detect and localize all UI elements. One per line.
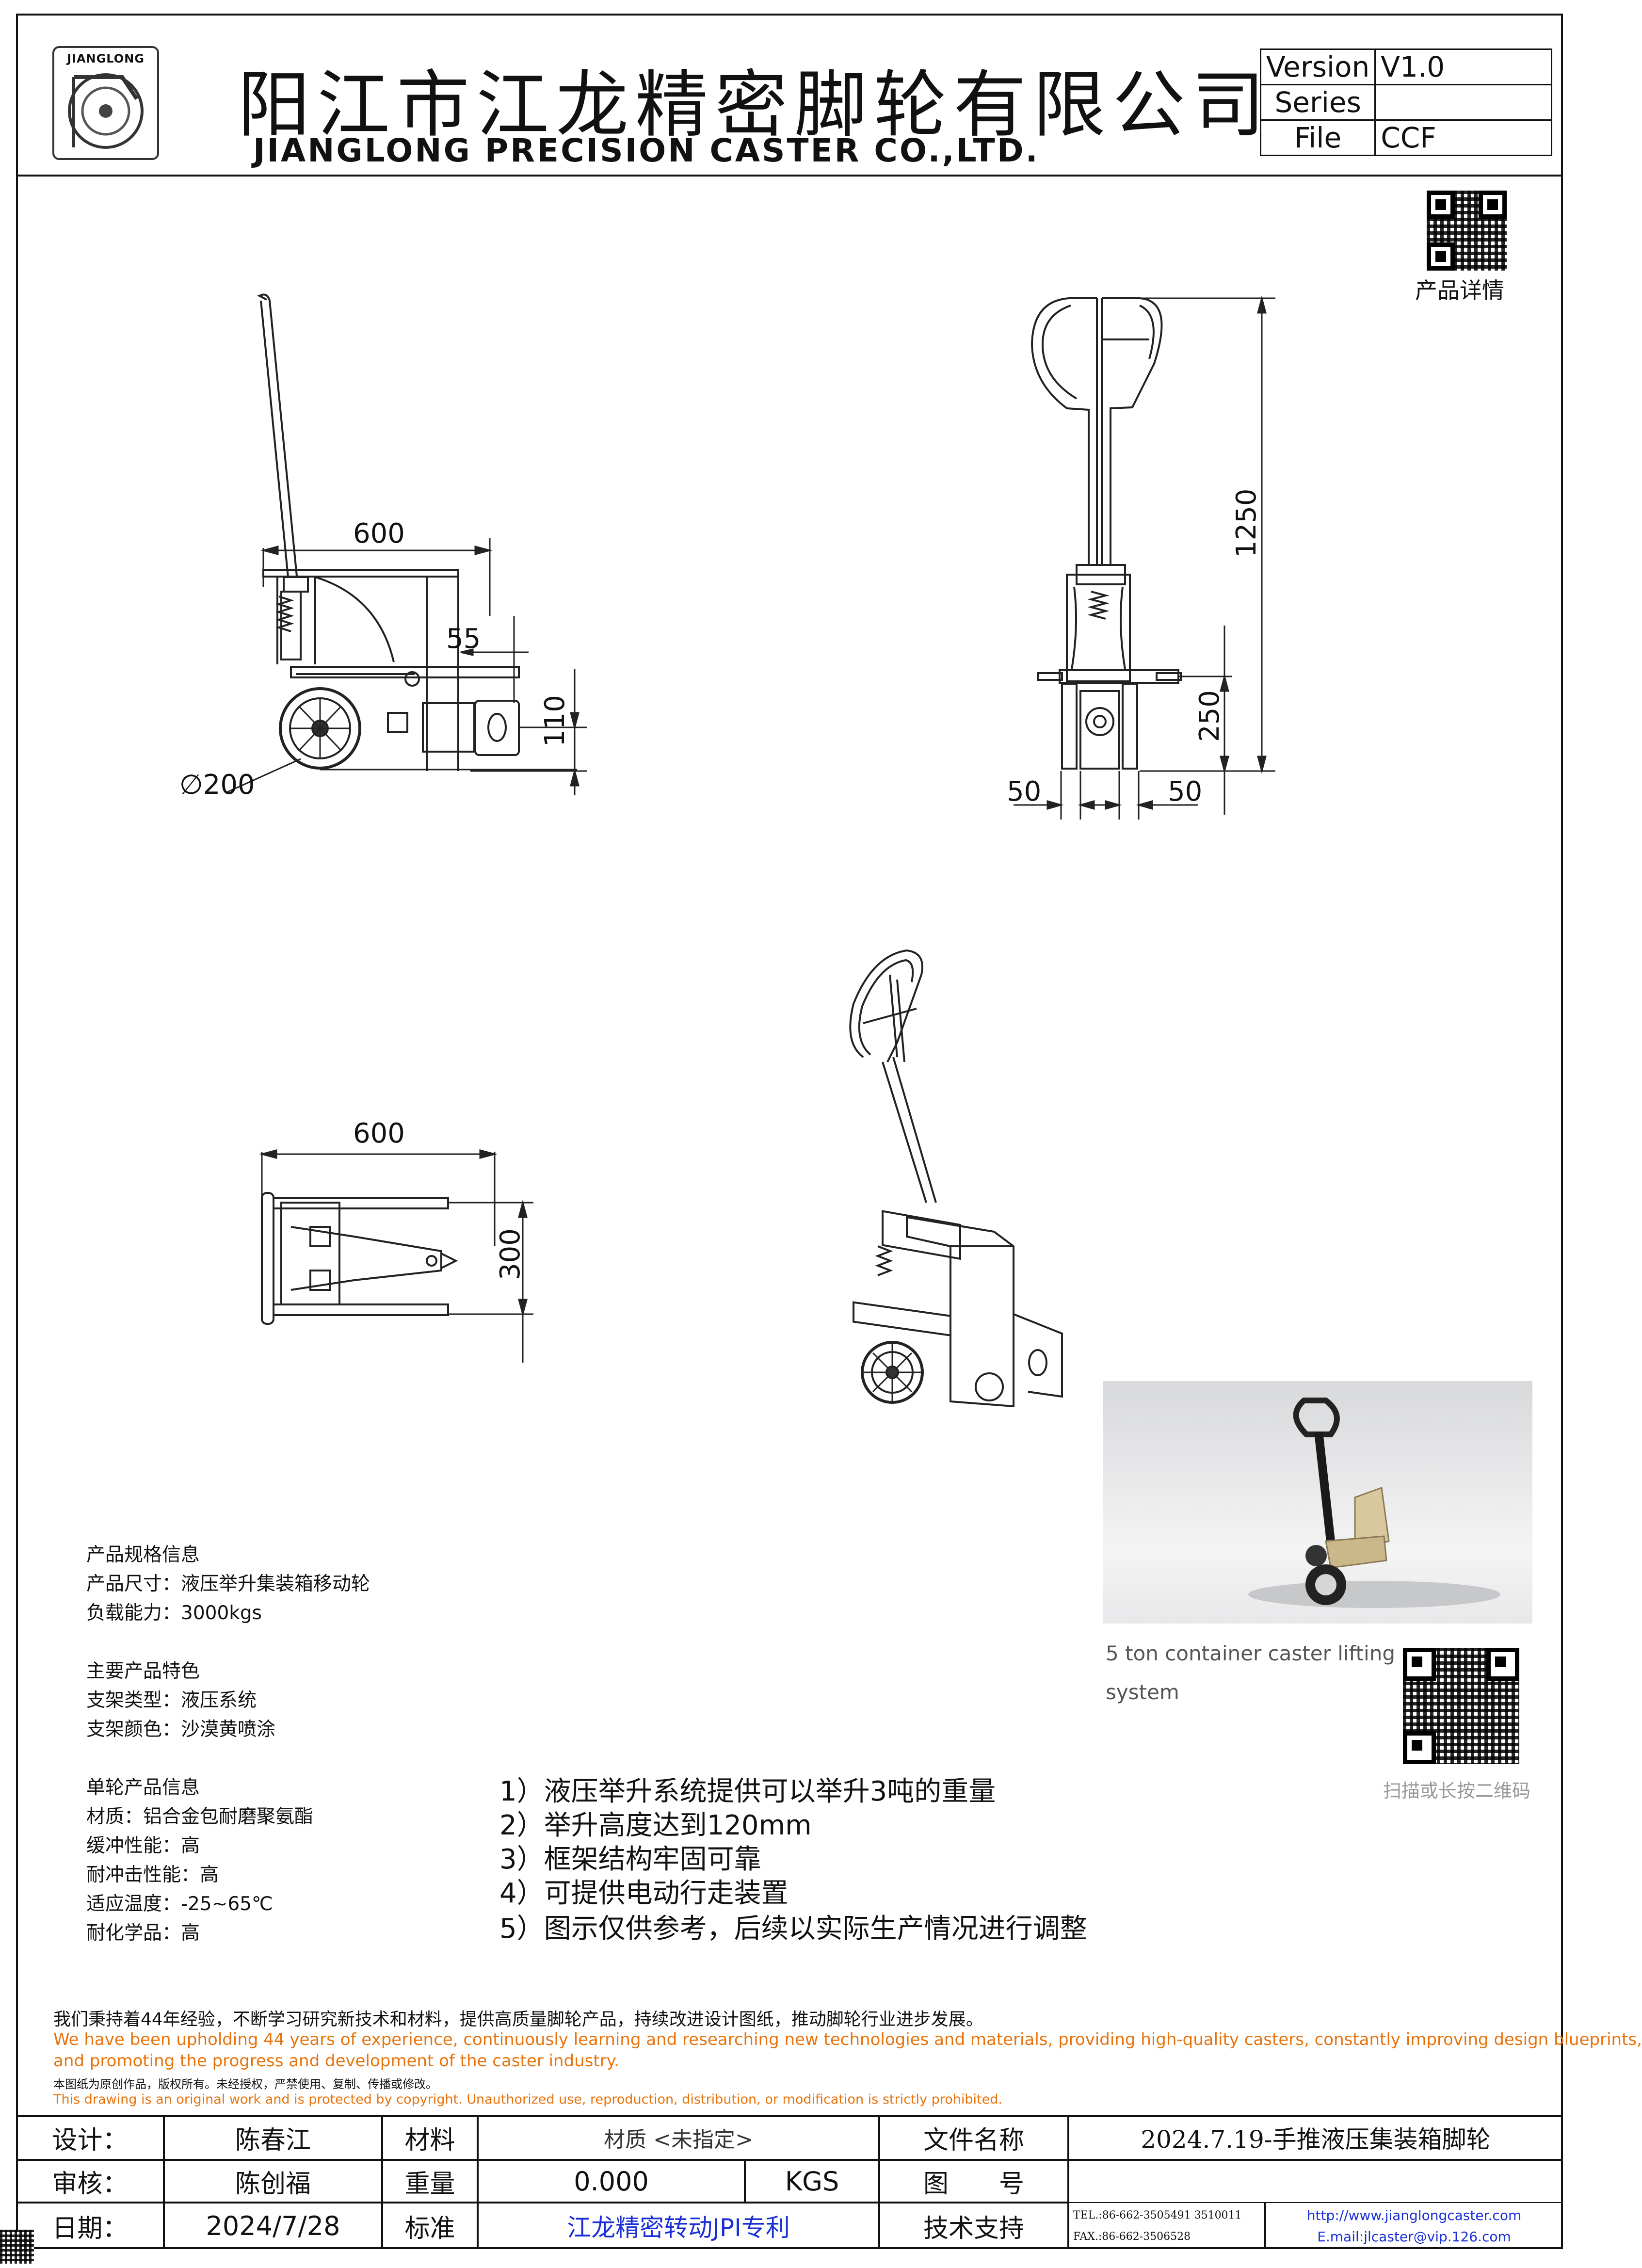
tel-number: TEL.:86-662-3505491 3510011 <box>1073 2209 1242 2221</box>
date-label: 日期： <box>52 2214 128 2243</box>
product-qr-code[interactable] <box>1427 191 1507 271</box>
website-link[interactable]: http://www.jianglongcaster.com <box>1306 2207 1522 2223</box>
side-height-dimension: 110 <box>539 695 571 747</box>
isometric-view-drawing <box>849 949 1063 1408</box>
caster-logo-icon <box>68 73 144 149</box>
file-value: CCF <box>1374 119 1552 156</box>
material-label: 材料 <box>404 2125 455 2155</box>
product-caption-line2: system <box>1106 1680 1179 1704</box>
top-view-drawing <box>259 1149 533 1363</box>
spec-chemical: 耐化学品：高 <box>86 1922 200 1944</box>
email-link[interactable]: E.mail:jlcaster@vip.126.com <box>1317 2228 1511 2245</box>
spec-section3-title: 单轮产品信息 <box>86 1777 200 1799</box>
spec-impact: 耐冲击性能：高 <box>86 1864 219 1886</box>
spec-section1-title: 产品规格信息 <box>86 1544 200 1566</box>
en-copyright: This drawing is an original work and is … <box>53 2092 1002 2107</box>
company-name-en: JIANGLONG PRECISION CASTER CO.,LTD. <box>253 132 1040 169</box>
version-label: Version <box>1259 48 1376 85</box>
spec-load: 负载能力：3000kgs <box>86 1602 262 1624</box>
standard-label: 标准 <box>404 2214 455 2243</box>
tech-support-label: 技术支持 <box>923 2214 1024 2243</box>
date-value: 2024/7/28 <box>206 2210 340 2241</box>
series-value <box>1374 84 1552 121</box>
cn-statement: 我们秉持着44年经验，不断学习研究新技术和材料，提供高质量脚轮产品，持续改进设计… <box>53 2010 983 2029</box>
filename-label: 文件名称 <box>923 2125 1024 2155</box>
drawing-frame <box>16 14 1563 2249</box>
file-label: File <box>1259 119 1376 156</box>
logo-text: JIANGLONG <box>67 52 145 65</box>
front-right-dimension: 50 <box>1168 776 1203 807</box>
version-table: Version V1.0 Series File CCF <box>1259 48 1552 156</box>
front-total-height-dimension: 1250 <box>1231 488 1262 558</box>
spec-frame-color: 支架颜色：沙漠黄喷涂 <box>86 1719 276 1740</box>
front-lift-height-dimension: 250 <box>1194 690 1225 742</box>
fax-number: FAX.:86-662-3506528 <box>1073 2230 1191 2243</box>
feature-item-3: 3）框架结构牢固可靠 <box>499 1844 761 1875</box>
header-divider <box>16 175 1563 177</box>
drawing-no-value <box>1068 2160 1563 2203</box>
en-statement-line1: We have been upholding 44 years of exper… <box>53 2030 1642 2049</box>
product-card-qr-code[interactable] <box>1403 1648 1519 1764</box>
weight-value: 0.000 <box>574 2166 649 2197</box>
standard-value: 江龙精密转动JPI专利 <box>567 2214 790 2242</box>
weight-label: 重量 <box>404 2169 455 2199</box>
weight-unit: KGS <box>785 2166 839 2197</box>
product-qr-caption: 产品详情 <box>1415 277 1504 304</box>
spec-size: 产品尺寸：液压举升集装箱移动轮 <box>86 1573 370 1595</box>
spec-frame-type: 支架类型：液压系统 <box>86 1689 257 1711</box>
side-width-dimension: 600 <box>353 518 405 549</box>
corner-qr-fragment <box>0 2230 34 2264</box>
wheel-diameter-dimension: ∅200 <box>179 769 255 801</box>
en-statement-line2: and promoting the progress and developme… <box>53 2051 619 2071</box>
product-photo <box>1103 1381 1532 1624</box>
review-value: 陈创福 <box>235 2169 311 2199</box>
hand-truck-photo-illustration <box>1248 1398 1500 1608</box>
feature-item-5: 5）图示仅供参考，后续以实际生产情况进行调整 <box>499 1913 1087 1945</box>
top-depth-dimension: 300 <box>495 1228 526 1280</box>
product-card-qr-caption: 扫描或长按二维码 <box>1383 1780 1531 1802</box>
cn-copyright: 本图纸为原创作品，版权所有。未经授权，严禁使用、复制、传播或修改。 <box>53 2077 437 2091</box>
spec-material: 材质：铝合金包耐磨聚氨酯 <box>86 1806 314 1828</box>
company-logo: JIANGLONG <box>52 46 159 160</box>
feature-item-2: 2）举升高度达到120mm <box>499 1810 812 1841</box>
review-label: 审核： <box>52 2169 128 2199</box>
series-label: Series <box>1259 84 1376 121</box>
material-value: 材质 <未指定> <box>604 2127 753 2152</box>
spec-shock: 缓冲性能：高 <box>86 1835 200 1857</box>
title-block-grid <box>16 2115 1563 2249</box>
front-view-drawing <box>1014 295 1275 820</box>
version-value: V1.0 <box>1374 48 1552 85</box>
spec-section2-title: 主要产品特色 <box>86 1660 200 1682</box>
design-value: 陈春江 <box>235 2125 311 2155</box>
design-label: 设计： <box>52 2125 128 2155</box>
drawing-no-label: 图 号 <box>923 2169 1024 2199</box>
title-block: 设计： 陈春江 材料 材质 <未指定> 文件名称 2024.7.19-手推液压集… <box>16 2115 1563 2249</box>
top-width-dimension: 600 <box>353 1118 405 1149</box>
feature-item-4: 4）可提供电动行走装置 <box>499 1878 789 1909</box>
side-view-drawing <box>225 293 587 795</box>
feature-item-1: 1）液压举升系统提供可以举升3吨的重量 <box>499 1776 996 1807</box>
spec-temperature: 适应温度：-25~65℃ <box>86 1893 273 1915</box>
company-name-cn: 阳江市江龙精密脚轮有限公司 <box>238 63 1272 147</box>
product-caption-line1: 5 ton container caster lifting <box>1106 1641 1396 1665</box>
side-offset-dimension: 55 <box>446 623 481 655</box>
front-left-dimension: 50 <box>1007 776 1042 807</box>
filename-value: 2024.7.19-手推液压集装箱脚轮 <box>1141 2125 1491 2154</box>
